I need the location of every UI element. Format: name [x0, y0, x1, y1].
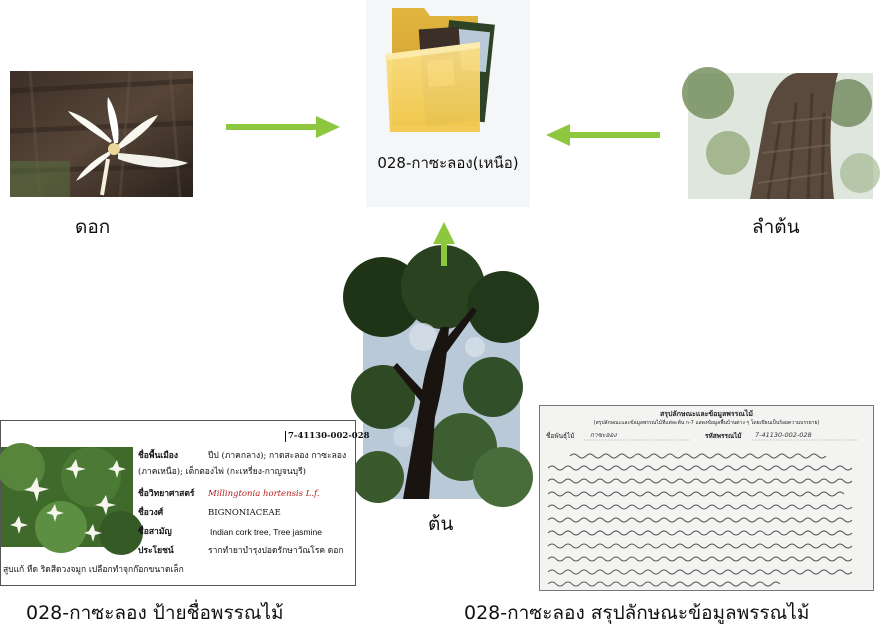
folder-tile[interactable] [366, 0, 530, 207]
folder-icon [386, 8, 495, 132]
label-key-common-name: ชื่อสามัญ [138, 527, 172, 537]
summary-field-name-label: ชื่อพันธุ์ไม้ [546, 432, 575, 440]
label-value-common-name: Indian cork tree, Tree jasmine [210, 527, 322, 537]
label-value-local-name: ปีป (ภาคกลาง); กาดสะลอง กาซะลอง [208, 451, 347, 461]
plant-label-card: 7-41130-002-028 ชื่อพื้นเมือง ปีป (ภาคกล… [0, 420, 370, 586]
folder-label[interactable]: 028-กาซะลอง(เหนือ) [377, 154, 519, 172]
label-value-local-name-cont: (ภาคเหนือ); เต็กตองไพ่ (กะเหรี่ยง-กาญจนบ… [138, 467, 306, 477]
summary-document: สรุปลักษณะและข้อมูลพรรณไม้ (สรุปลักษณะแล… [539, 405, 874, 591]
label-card-footer: สูบแก้ หืด ริดสีดวงจมูก เปลือกทำจุกก๊อกข… [3, 565, 184, 575]
handwriting-lines [547, 439, 858, 587]
label-key-scientific-name: ชื่อวิทยาศาสตร์ [138, 489, 195, 499]
summary-field-code-value: 7-41130-002-028 [755, 431, 812, 439]
label-key-uses: ประโยชน์ [138, 546, 174, 556]
summary-field-name-value: กาซะลอง [590, 431, 617, 439]
caption-tree: ต้น [428, 513, 454, 535]
label-card-code: 7-41130-002-028 [285, 431, 370, 442]
label-value-uses: รากทำยาบำรุงปอดรักษาวัณโรค ดอก [208, 546, 344, 556]
caption-flower: ดอก [75, 216, 111, 238]
caption-summary: 028-กาซะลอง สรุปลักษณะข้อมูลพรรณไม้ [464, 602, 810, 624]
arrow-icon [546, 124, 660, 146]
label-card-photo [0, 443, 143, 555]
caption-trunk: ลำต้น [752, 216, 800, 238]
caption-label-card: 028-กาซะลอง ป้ายชื่อพรรณไม้ [26, 602, 284, 624]
summary-subtitle: (สรุปลักษณะและข้อมูลพรรณไม้ที่แต่ละต้น ก… [593, 420, 820, 426]
label-key-family: ชื่อวงศ์ [138, 508, 164, 518]
flower-photo [9, 70, 194, 198]
trunk-photo [682, 67, 880, 200]
label-key-local-name: ชื่อพื้นเมือง [138, 451, 179, 461]
summary-field-code-label: รหัสพรรณไม้ [705, 432, 742, 440]
summary-title: สรุปลักษณะและข้อมูลพรรณไม้ [659, 410, 754, 418]
label-value-family: BIGNONIACEAE [208, 508, 281, 518]
tree-photo [343, 245, 539, 507]
arrow-icon [226, 116, 340, 138]
label-value-scientific-name: Millingtonia hortensis L.f. [208, 489, 320, 499]
arrow-icon [433, 222, 455, 266]
